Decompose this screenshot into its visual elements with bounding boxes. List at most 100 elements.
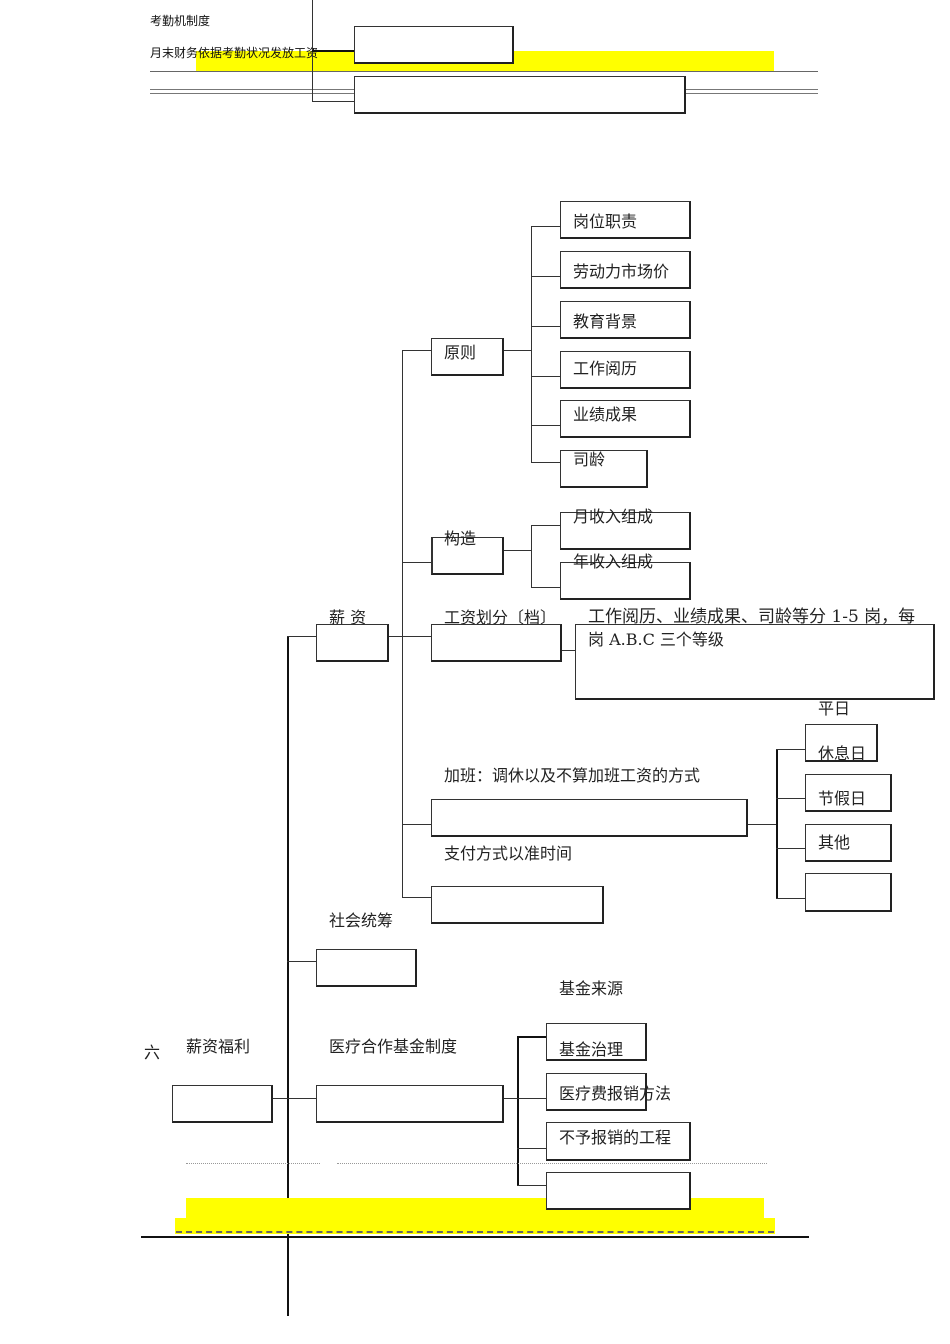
dotted-rule-left bbox=[186, 1163, 320, 1164]
overtime-label: 加班：调休以及不算加班工资的方式 bbox=[444, 766, 701, 785]
salary-label: 薪 资 bbox=[329, 608, 367, 627]
trunk-to-salary bbox=[287, 636, 316, 637]
highlight-band-bottom-lower bbox=[175, 1218, 775, 1234]
principle-item-box bbox=[560, 301, 691, 339]
structure-item: 月收入组成 bbox=[573, 507, 654, 526]
overtime-tick-4 bbox=[776, 898, 805, 899]
principle-item: 教育背景 bbox=[573, 312, 638, 331]
principle-tick-5 bbox=[531, 425, 560, 426]
branch-payment bbox=[402, 897, 431, 898]
overtime-connector bbox=[748, 824, 776, 825]
grading-description-line1: 工作阅历、业绩成果、司龄等分 1-5 岗，每 bbox=[588, 607, 916, 627]
salary-branch-vertical bbox=[402, 350, 403, 898]
principle-item: 司龄 bbox=[573, 450, 606, 469]
principle-items-vertical bbox=[531, 226, 532, 462]
section-title: 薪资福利 bbox=[186, 1037, 251, 1056]
branch-principle bbox=[402, 350, 431, 351]
social-label: 社会统筹 bbox=[329, 911, 394, 930]
dashed-rule bbox=[176, 1231, 774, 1233]
overtime-item: 休息日 bbox=[818, 744, 867, 763]
structure-items-vertical bbox=[531, 525, 532, 587]
overtime-tick-1 bbox=[776, 749, 805, 750]
trunk-vertical bbox=[287, 636, 289, 1316]
dotted-rule-right bbox=[337, 1163, 767, 1164]
structure-item: 年收入组成 bbox=[573, 552, 654, 571]
payment-label: 支付方式以准时间 bbox=[444, 844, 573, 863]
principle-item: 岗位职责 bbox=[573, 212, 638, 231]
structure-box bbox=[431, 537, 504, 575]
medical-item: 基金治理 bbox=[559, 1040, 624, 1059]
medical-label: 医疗合作基金制度 bbox=[329, 1037, 458, 1056]
medical-tick-1 bbox=[517, 1036, 546, 1038]
trunk-to-social bbox=[287, 961, 316, 962]
section-number: 六 bbox=[144, 1043, 161, 1062]
principle-item: 业绩成果 bbox=[573, 405, 638, 424]
branch-overtime bbox=[402, 824, 431, 825]
section-title-box bbox=[172, 1085, 273, 1123]
overtime-item: 其他 bbox=[818, 833, 851, 852]
structure-label: 构造 bbox=[444, 529, 477, 548]
connector-top-2 bbox=[312, 101, 354, 102]
payment-box bbox=[431, 886, 604, 924]
header-box-1 bbox=[354, 26, 514, 64]
grading-description-line2: 岗 A.B.C 三个等级 bbox=[588, 630, 724, 649]
principle-box bbox=[431, 338, 504, 376]
connector-top-1 bbox=[312, 50, 354, 52]
medical-connector bbox=[504, 1098, 517, 1099]
overtime-box bbox=[431, 799, 748, 837]
grading-description-box bbox=[575, 624, 935, 700]
grading-label: 工资划分〔档〕 bbox=[444, 608, 557, 627]
principle-item-box bbox=[560, 400, 691, 438]
structure-item-box bbox=[560, 562, 691, 600]
salary-connector bbox=[389, 636, 431, 637]
structure-item-box bbox=[560, 512, 691, 550]
structure-tick-2 bbox=[531, 587, 560, 588]
medical-tick-2 bbox=[517, 1098, 546, 1099]
overtime-item-box bbox=[805, 774, 892, 812]
medical-item-box bbox=[546, 1073, 647, 1111]
medical-items-vertical bbox=[517, 1036, 519, 1186]
principle-label: 原则 bbox=[444, 343, 477, 362]
medical-tick-3 bbox=[517, 1148, 546, 1149]
overtime-tick-3 bbox=[776, 848, 805, 849]
medical-item: 基金来源 bbox=[559, 979, 624, 998]
social-box bbox=[316, 949, 417, 987]
overtime-tick-2 bbox=[776, 798, 805, 799]
grading-connector bbox=[562, 650, 575, 651]
principle-tick-2 bbox=[531, 276, 560, 277]
grading-box bbox=[431, 624, 562, 662]
medical-item: 医疗费报销方法 bbox=[559, 1084, 672, 1103]
overtime-item: 节假日 bbox=[818, 789, 867, 808]
medical-item: 不予报销的工程 bbox=[559, 1128, 672, 1147]
overtime-item-box bbox=[805, 724, 878, 762]
structure-tick-1 bbox=[531, 525, 560, 526]
principle-tick-4 bbox=[531, 376, 560, 377]
branch-structure bbox=[402, 562, 431, 563]
bottom-rule bbox=[141, 1236, 809, 1238]
header-line-2: 月末财务依据考勤状况发放工资 bbox=[150, 46, 319, 60]
overtime-item-box bbox=[805, 824, 892, 862]
principle-item-box bbox=[560, 251, 691, 289]
trunk-to-medical bbox=[272, 1098, 316, 1099]
principle-tick-3 bbox=[531, 326, 560, 327]
overtime-item-box-empty bbox=[805, 873, 892, 912]
top-rule bbox=[150, 71, 818, 72]
principle-tick-1 bbox=[531, 226, 560, 227]
principle-item-box bbox=[560, 450, 648, 488]
principle-item-box bbox=[560, 351, 691, 389]
principle-item: 工作阅历 bbox=[573, 359, 638, 378]
header-box-2 bbox=[354, 76, 686, 114]
medical-box bbox=[316, 1085, 504, 1123]
salary-box bbox=[316, 624, 389, 662]
medical-item-box bbox=[546, 1023, 647, 1061]
header-line-1: 考勤机制度 bbox=[150, 14, 211, 28]
medical-item-box bbox=[546, 1122, 691, 1161]
principle-tick-6 bbox=[531, 462, 560, 463]
medical-item-box-empty bbox=[546, 1172, 691, 1210]
medical-tick-4 bbox=[517, 1185, 546, 1186]
structure-connector bbox=[504, 550, 531, 551]
overtime-item: 平日 bbox=[818, 699, 851, 718]
overtime-items-vertical bbox=[776, 749, 778, 899]
principle-item: 劳动力市场价 bbox=[573, 262, 670, 281]
principle-connector bbox=[504, 350, 531, 351]
